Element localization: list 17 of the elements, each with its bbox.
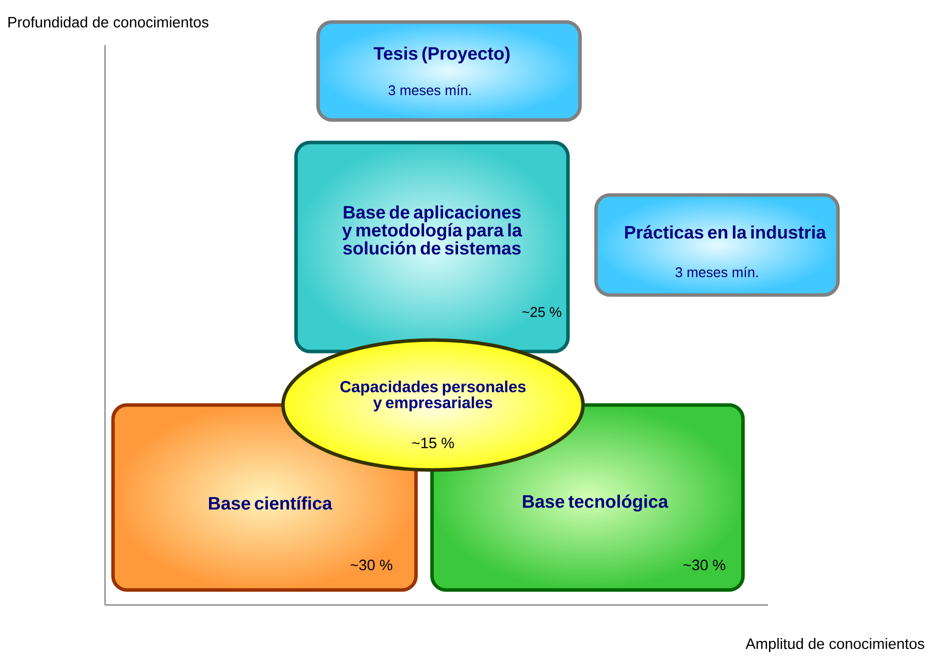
box-title: Tesis (Proyecto)	[374, 46, 510, 64]
percentage-label: ~15 %	[412, 438, 454, 448]
percentage-label: ~30 %	[684, 560, 726, 570]
axis-label: Profundidad de conocimientos	[8, 16, 208, 28]
axis-label: Amplitud de conocimientos	[746, 638, 924, 652]
percentage-label: ~30 %	[350, 560, 392, 570]
box-title: Base científica	[209, 496, 332, 510]
ellipse	[281, 338, 585, 472]
percentage-label: 3 meses mín.	[388, 84, 471, 96]
rounded-box	[594, 193, 840, 297]
percentage-label: ~25 %	[522, 307, 562, 317]
box-title: Base tecnológica	[523, 494, 668, 512]
box-title: Prácticas en la industria	[625, 225, 826, 239]
percentage-label: 3 meses mín.	[676, 266, 758, 278]
box-title: Capacidades personales y empresariales	[340, 380, 526, 412]
box-title: Base de aplicaciones y metodología para la solución de sistemas	[342, 205, 522, 255]
rounded-box	[316, 20, 582, 122]
